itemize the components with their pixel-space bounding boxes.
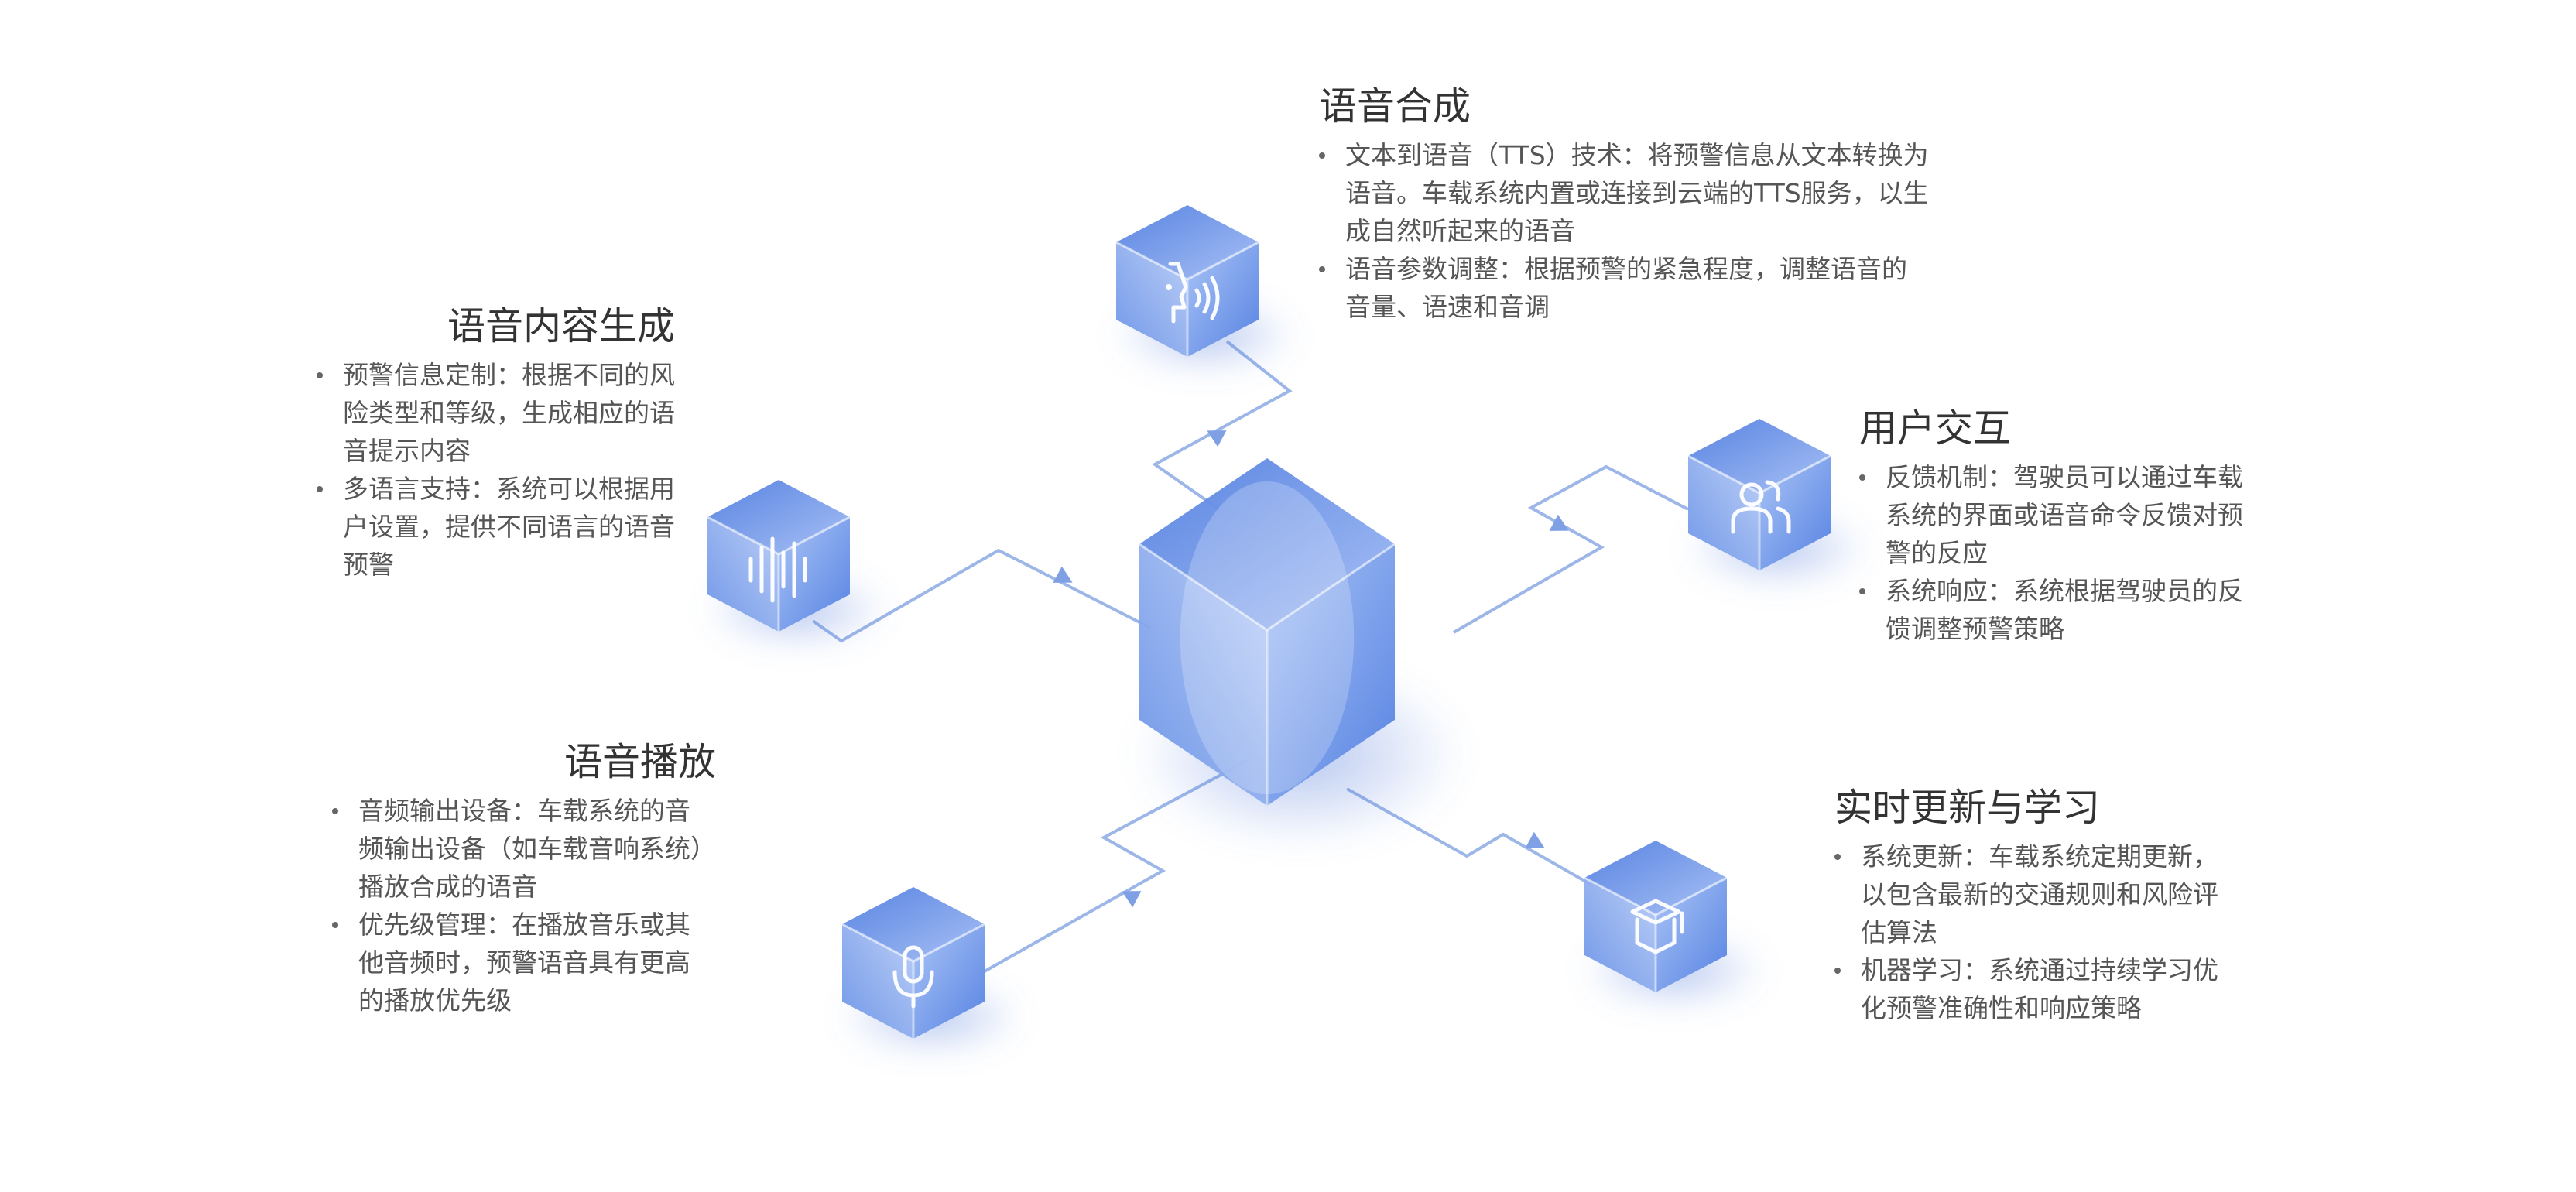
bullet-list: 反馈机制：驾驶员可以通过车载系统的界面或语音命令反馈对预警的反应系统响应：系统根…: [1859, 458, 2243, 648]
bullet-text-line: 系统的界面或语音命令反馈对预: [1886, 500, 2243, 530]
arrow-head-icon: [1549, 514, 1569, 531]
section-title: 语音合成: [1319, 84, 1471, 128]
bullet-text-line: 播放合成的语音: [358, 872, 537, 902]
bullet-text-line: 预警信息定制：根据不同的风: [343, 360, 675, 390]
section-title: 语音内容生成: [447, 304, 675, 348]
section-update-learning: 实时更新与学习系统更新：车载系统定期更新， 以包含最新的交通规则和风险评估算法机器…: [1834, 785, 2218, 1027]
bullet-text-line: 化预警准确性和响应策略: [1861, 993, 2142, 1023]
bullet-text-line: 的播放优先级: [358, 985, 512, 1016]
bullet-item: 音频输出设备：车载系统的音频输出设备（如车载音响系统） 播放合成的语音: [332, 792, 716, 906]
bullet-item: 系统响应：系统根据驾驶员的反馈调整预警策略: [1859, 572, 2243, 648]
microphone-icon: [892, 945, 934, 1009]
bullet-item: 机器学习：系统通过持续学习优化预警准确性和响应策略: [1834, 951, 2218, 1027]
bullet-text-line: 多语言支持：系统可以根据用: [343, 474, 675, 504]
bullet-text-line: 语音。车载系统内置或连接到云端的TTS服务，以生: [1345, 178, 1929, 208]
bullet-text-line: 警的反应: [1886, 538, 1988, 568]
graduation-cap-icon: [1630, 899, 1684, 954]
bullet-list: 文本到语音（TTS）技术：将预警信息从文本转换为语音。车载系统内置或连接到云端的…: [1319, 136, 1929, 326]
section-title: 用户交互: [1859, 406, 2012, 450]
connector-interaction: [1453, 464, 1689, 634]
interaction-cube: [1684, 419, 1870, 589]
section-content-generation: 语音内容生成预警信息定制：根据不同的风险类型和等级，生成相应的语音提示内容多语言…: [317, 303, 675, 584]
arrow-head-icon: [1207, 430, 1227, 447]
bullet-item: 预警信息定制：根据不同的风险类型和等级，生成相应的语音提示内容: [317, 356, 675, 470]
users-icon: [1731, 480, 1791, 534]
bullet-list: 系统更新：车载系统定期更新， 以包含最新的交通规则和风险评估算法机器学习：系统通过…: [1834, 837, 2218, 1027]
section-title: 实时更新与学习: [1834, 786, 2101, 830]
bullet-text-line: 语音参数调整：根据预警的紧急程度，调整语音的: [1345, 254, 1907, 284]
bullet-text-line: 成自然听起来的语音: [1345, 216, 1575, 246]
bullet-text-line: 文本到语音（TTS）技术：将预警信息从文本转换为: [1345, 140, 1929, 170]
bullet-item: 文本到语音（TTS）技术：将预警信息从文本转换为语音。车载系统内置或连接到云端的…: [1319, 136, 1929, 250]
bullet-text-line: 音频输出设备：车载系统的音: [358, 796, 690, 826]
bullet-text-line: 机器学习：系统通过持续学习优: [1861, 955, 2218, 985]
central-cube: [1132, 458, 1465, 849]
bullet-text-line: 音量、语速和音调: [1345, 292, 1550, 322]
section-synthesis: 语音合成文本到语音（TTS）技术：将预警信息从文本转换为语音。车载系统内置或连接…: [1319, 84, 1929, 326]
bullet-text-line: 预警: [343, 550, 394, 580]
bullet-list: 音频输出设备：车载系统的音频输出设备（如车载音响系统） 播放合成的语音优先级管理：…: [332, 792, 716, 1019]
bullet-item: 多语言支持：系统可以根据用户设置，提供不同语言的语音预警: [317, 470, 675, 584]
bullet-text-line: 优先级管理：在播放音乐或其: [358, 909, 690, 940]
bullet-item: 优先级管理：在播放音乐或其他音频时，预警语音具有更高的播放优先级: [332, 906, 716, 1019]
bullet-text-line: 他音频时，预警语音具有更高: [358, 947, 690, 978]
bullet-text-line: 估算法: [1861, 917, 1937, 947]
bullet-item: 语音参数调整：根据预警的紧急程度，调整语音的音量、语速和音调: [1319, 250, 1929, 326]
bullet-text-line: 反馈机制：驾驶员可以通过车载: [1886, 462, 2243, 492]
bullet-text-line: 以包含最新的交通规则和风险评: [1861, 879, 2218, 909]
bullet-item: 系统更新：车载系统定期更新， 以包含最新的交通规则和风险评估算法: [1834, 837, 2218, 951]
bullet-text-line: 户设置，提供不同语言的语音: [343, 512, 675, 542]
bullet-text-line: 馈调整预警策略: [1886, 614, 2064, 644]
bullet-list: 预警信息定制：根据不同的风险类型和等级，生成相应的语音提示内容多语言支持：系统可…: [317, 356, 675, 584]
learning-cube: [1581, 841, 1766, 1011]
playback-cube: [838, 887, 1024, 1057]
content-cube: [704, 480, 889, 650]
arrow-head-icon: [1053, 566, 1073, 583]
bullet-text-line: 系统响应：系统根据驾驶员的反: [1886, 576, 2243, 606]
bullet-text-line: 险类型和等级，生成相应的语: [343, 398, 675, 428]
synthesis-cube: [1112, 205, 1298, 376]
arrow-head-icon: [1525, 831, 1545, 848]
speaking-head-icon: [1166, 262, 1220, 324]
bullet-text-line: 频输出设备（如车载音响系统）: [358, 834, 716, 864]
section-title: 语音播放: [564, 740, 716, 784]
section-playback: 语音播放音频输出设备：车载系统的音频输出设备（如车载音响系统） 播放合成的语音优先…: [332, 739, 716, 1019]
bullet-text-line: 音提示内容: [343, 436, 471, 466]
bullet-item: 反馈机制：驾驶员可以通过车载系统的界面或语音命令反馈对预警的反应: [1859, 458, 2243, 572]
bullet-text-line: 系统更新：车载系统定期更新，: [1861, 841, 2218, 872]
arrow-head-icon: [1122, 891, 1142, 908]
sound-wave-icon: [748, 536, 807, 603]
section-user-interaction: 用户交互反馈机制：驾驶员可以通过车载系统的界面或语音命令反馈对预警的反应系统响应…: [1859, 406, 2243, 648]
